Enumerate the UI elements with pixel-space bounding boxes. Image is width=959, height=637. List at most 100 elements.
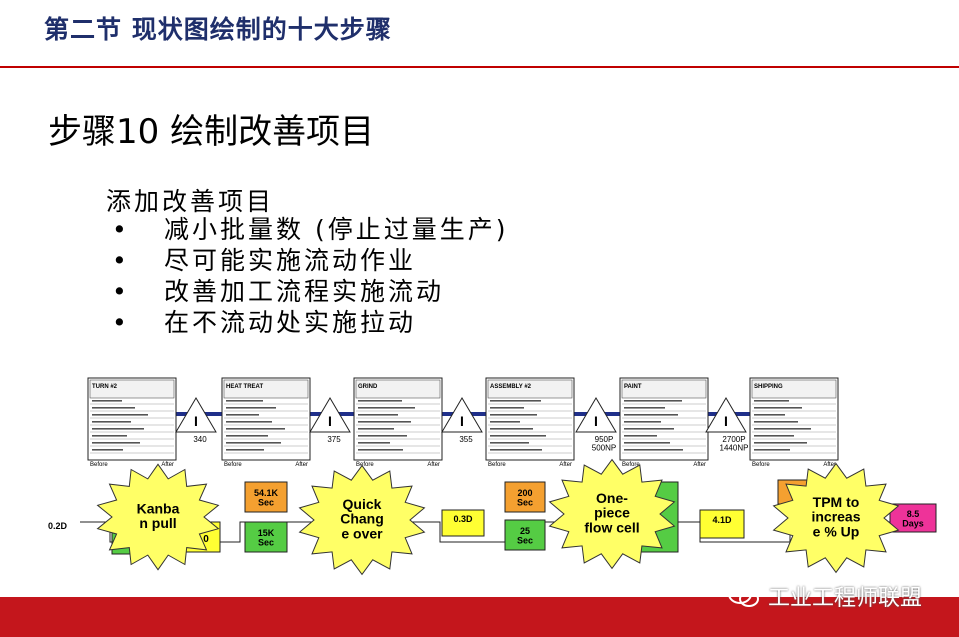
process-row-text bbox=[624, 449, 683, 451]
kaizen-burst-shape bbox=[772, 462, 900, 574]
process-row-text bbox=[624, 414, 678, 416]
process-row-text bbox=[490, 435, 546, 437]
process-row-text bbox=[92, 428, 144, 430]
footer-bar bbox=[0, 597, 959, 637]
before-label: Before bbox=[90, 462, 108, 468]
inventory-letter: I bbox=[194, 413, 198, 429]
process-row-text bbox=[490, 442, 529, 444]
process-row-text bbox=[92, 449, 123, 451]
bullet: • bbox=[112, 308, 130, 337]
process-row-text bbox=[226, 407, 276, 409]
process-icon-area bbox=[355, 379, 441, 399]
process-row-text bbox=[358, 442, 390, 444]
process-icon-area bbox=[487, 379, 573, 399]
after-label: After bbox=[559, 462, 572, 468]
improvement-list: • 减小批量数 (停止过量生产) • 尽可能实施流动作业 • 改善加工流程实施流动 •… bbox=[112, 214, 508, 338]
process-row-text bbox=[92, 407, 135, 409]
process-row-text bbox=[226, 414, 259, 416]
step-heading: 步骤10 绘制改善项目 bbox=[48, 112, 375, 152]
bullet: • bbox=[112, 277, 130, 306]
after-label: After bbox=[161, 462, 174, 468]
process-row-text bbox=[754, 435, 794, 437]
process-row-text bbox=[754, 449, 790, 451]
before-label: Before bbox=[356, 462, 374, 468]
yellow-data-box: 4.1D bbox=[699, 509, 745, 539]
kaizen-burst-shape bbox=[96, 463, 220, 571]
inventory-letter: I bbox=[724, 413, 728, 429]
process-row-text bbox=[358, 400, 402, 402]
process-row-text bbox=[624, 400, 682, 402]
process-row-text bbox=[226, 428, 285, 430]
inventory-value: 355 bbox=[459, 435, 473, 444]
process-row-text bbox=[490, 414, 537, 416]
process-row-text bbox=[226, 435, 268, 437]
process-row-text bbox=[226, 400, 263, 402]
process-name: HEAT TREAT bbox=[226, 384, 263, 390]
process-row-text bbox=[92, 414, 148, 416]
before-label: Before bbox=[488, 462, 506, 468]
process-row-text bbox=[490, 400, 541, 402]
inventory-value: 375 bbox=[327, 435, 341, 444]
improvement-item-text: 尽可能实施流动作业 bbox=[164, 246, 417, 275]
process-row-text bbox=[358, 435, 407, 437]
yellow-data-box-frame bbox=[441, 509, 485, 537]
after-label: After bbox=[693, 462, 706, 468]
improvement-item-text: 减小批量数 (停止过量生产) bbox=[164, 215, 509, 244]
process-row-text bbox=[754, 400, 789, 402]
inventory-shape bbox=[309, 397, 351, 433]
page-header-title: 第二节 现状图绘制的十大步骤 bbox=[44, 15, 392, 44]
inventory-shape bbox=[705, 397, 747, 433]
inventory-letter: I bbox=[594, 413, 598, 429]
inventory-letter: I bbox=[328, 413, 332, 429]
process-row-text bbox=[358, 428, 394, 430]
watermark-text: 工业工程师联盟 bbox=[768, 586, 923, 611]
process-row-text bbox=[226, 421, 272, 423]
process-row-text bbox=[754, 407, 802, 409]
process-row-text bbox=[490, 421, 520, 423]
process-name: GRIND bbox=[358, 384, 378, 390]
orange-data-box-frame bbox=[504, 481, 546, 513]
process-name: ASSEMBLY #2 bbox=[490, 384, 532, 390]
process-row-text bbox=[490, 407, 524, 409]
process-row-text bbox=[92, 400, 122, 402]
improvement-item-text: 改善加工流程实施流动 bbox=[164, 277, 445, 306]
yellow-data-text: 0 bbox=[203, 534, 209, 545]
process-row-text bbox=[226, 442, 281, 444]
green-data-box-frame bbox=[504, 519, 546, 551]
bullet: • bbox=[112, 246, 130, 275]
yellow-data-box: 0.3D bbox=[441, 509, 485, 537]
process-row-text bbox=[624, 428, 674, 430]
process-row-text bbox=[226, 449, 264, 451]
improvement-item-text: 在不流动处实施拉动 bbox=[164, 308, 417, 337]
after-label: After bbox=[823, 462, 836, 468]
process-row-text bbox=[92, 435, 127, 437]
pink-data-box-frame bbox=[889, 503, 937, 533]
process-icon-area bbox=[223, 379, 309, 399]
process-row-text bbox=[624, 442, 670, 444]
header-divider bbox=[0, 66, 959, 68]
process-row-text bbox=[92, 442, 140, 444]
process-icon-area bbox=[89, 379, 175, 399]
green-data-box-frame bbox=[244, 521, 288, 553]
improvement-item: • 改善加工流程实施流动 bbox=[112, 276, 508, 307]
